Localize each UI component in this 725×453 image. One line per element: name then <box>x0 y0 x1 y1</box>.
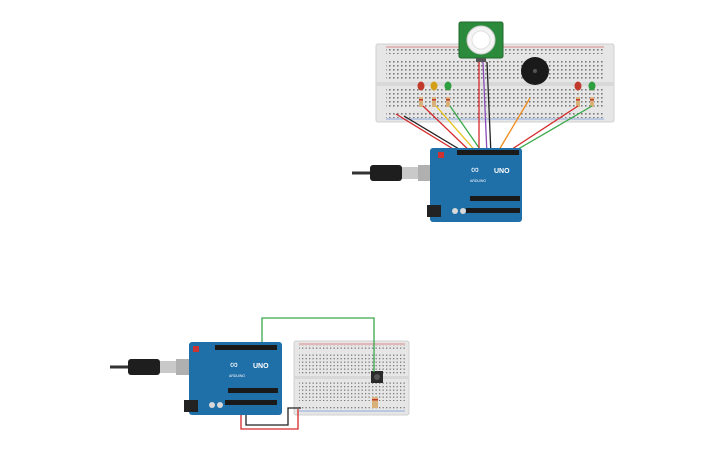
wire-pir-purple <box>482 61 488 156</box>
pir-sensor[interactable] <box>458 21 504 62</box>
wire-red-led <box>422 105 475 156</box>
bottom-circuit: ∞ UNO ARDUINO <box>110 317 410 430</box>
resistor-5[interactable] <box>590 97 594 107</box>
top-arduino-model: UNO <box>494 168 510 175</box>
led-red-right[interactable] <box>574 81 582 91</box>
led-green-right[interactable] <box>588 81 596 91</box>
led-red-left[interactable] <box>417 81 425 91</box>
wire-red-bottom <box>240 409 299 430</box>
resistor-1[interactable] <box>419 97 423 107</box>
wire-green-bottom <box>261 317 375 372</box>
piezo-buzzer[interactable] <box>521 57 549 85</box>
bottom-resistor[interactable] <box>372 397 378 408</box>
top-arduino-brand: ARDUINO <box>470 179 486 183</box>
led-green-left[interactable] <box>444 81 452 91</box>
pushbutton[interactable] <box>371 371 383 383</box>
bottom-arduino-model: UNO <box>253 363 269 370</box>
wire-black-bottom <box>245 407 301 426</box>
resistor-3[interactable] <box>446 97 450 107</box>
resistor-4[interactable] <box>576 97 580 107</box>
top-wires[interactable] <box>395 61 593 156</box>
bottom-arduino-brand: ARDUINO <box>229 374 245 378</box>
arduino-uno-bottom[interactable]: ∞ UNO ARDUINO <box>184 342 282 415</box>
bottom-arduino-logo: ∞ <box>230 359 238 371</box>
wire-buzzer-orange <box>495 97 531 156</box>
wire-led-green-r <box>507 105 593 156</box>
top-arduino-logo: ∞ <box>471 164 479 176</box>
wire-led-red-r <box>502 105 579 156</box>
top-circuit: ∞ UNO ARDUINO <box>352 21 615 222</box>
bottom-wires[interactable] <box>240 317 375 430</box>
bottom-breadboard[interactable] <box>293 340 410 416</box>
led-yellow-left[interactable] <box>430 81 438 91</box>
arduino-uno-top[interactable]: ∞ UNO ARDUINO <box>427 148 522 222</box>
wire-pir-black <box>486 61 492 156</box>
resistor-2[interactable] <box>432 97 436 107</box>
wire-green-led <box>449 105 485 156</box>
usb-cable-bottom[interactable] <box>110 359 189 375</box>
wire-yellow-led <box>435 105 480 156</box>
usb-cable-top[interactable] <box>352 165 430 181</box>
